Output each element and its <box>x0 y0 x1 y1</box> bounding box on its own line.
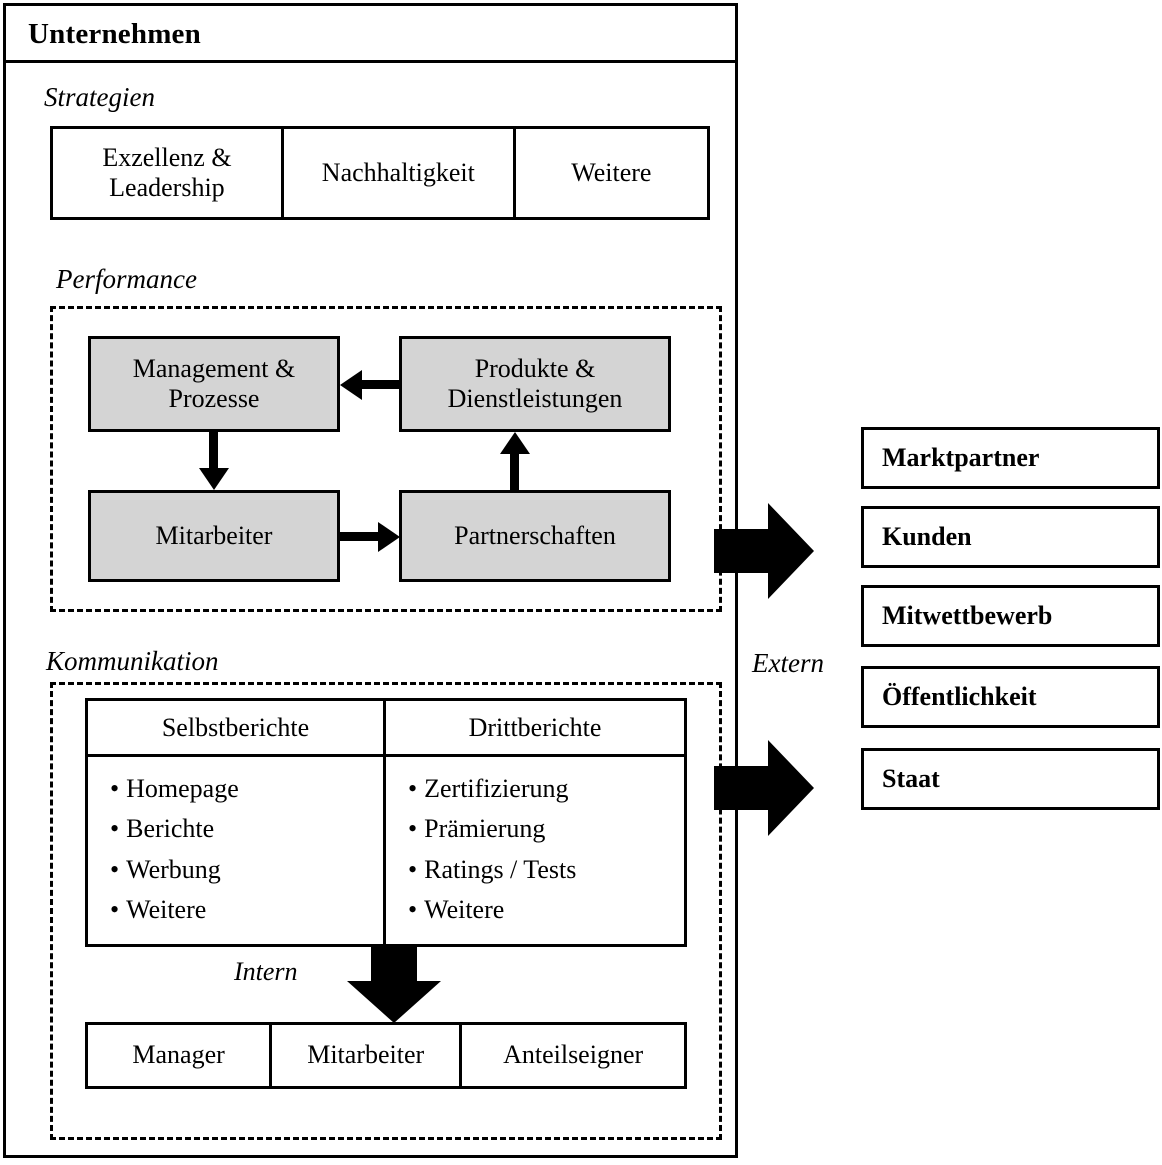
section-label-kommunikation: Kommunikation <box>46 646 219 676</box>
section-label-strategien: Strategien <box>44 82 155 112</box>
bullet-icon: • <box>408 774 418 803</box>
bullet-icon: • <box>408 854 418 884</box>
process-box-management[interactable]: Management & Prozesse <box>88 336 340 432</box>
list-item[interactable]: •Zertifizierung <box>408 769 684 809</box>
extern-block-arrow-performance-icon <box>714 503 814 604</box>
communication-table: Selbstberichte •Homepage •Berichte •Werb… <box>85 698 687 947</box>
communication-list-drittberichte: •Zertifizierung •Prämierung •Ratings / T… <box>386 757 684 944</box>
strategien-cell-0[interactable]: Exzellenz & Leadership <box>53 129 284 217</box>
extern-block-arrow-communication-icon <box>714 740 814 841</box>
stakeholder-box-kunden[interactable]: Kunden <box>861 506 1160 568</box>
list-item[interactable]: •Weitere <box>110 890 383 930</box>
list-item[interactable]: •Werbung <box>110 850 383 890</box>
bullet-icon: • <box>110 814 120 844</box>
list-item[interactable]: •Weitere <box>408 890 684 930</box>
internal-audience-table: Manager Mitarbeiter Anteilseigner <box>85 1022 687 1089</box>
company-frame: Unternehmen <box>3 3 738 1158</box>
list-item-label: Ratings / Tests <box>424 854 577 884</box>
stakeholder-box-staat[interactable]: Staat <box>861 748 1160 810</box>
list-item[interactable]: •Berichte <box>110 809 383 849</box>
communication-list-selbstberichte: •Homepage •Berichte •Werbung •Weitere <box>88 757 383 944</box>
strategien-table: Exzellenz & Leadership Nachhaltigkeit We… <box>50 126 710 220</box>
list-item-label: Prämierung <box>424 814 546 844</box>
list-item-label: Weitere <box>126 894 207 924</box>
label-intern: Intern <box>234 957 298 986</box>
stakeholder-box-oeffentlichkeit[interactable]: Öffentlichkeit <box>861 666 1160 728</box>
internal-audience-cell-2[interactable]: Anteilseigner <box>503 1040 644 1070</box>
stakeholder-box-marktpartner[interactable]: Marktpartner <box>861 427 1160 489</box>
intern-block-arrow-icon <box>347 945 441 1028</box>
communication-column-drittberichte: Drittberichte •Zertifizierung •Prämierun… <box>386 701 684 944</box>
bullet-icon: • <box>408 814 418 844</box>
bullet-icon: • <box>408 894 418 924</box>
communication-column-selbstberichte: Selbstberichte •Homepage •Berichte •Werb… <box>88 701 386 944</box>
list-item-label: Berichte <box>126 814 215 844</box>
list-item-label: Zertifizierung <box>424 774 569 803</box>
section-label-performance: Performance <box>56 264 197 294</box>
process-box-produkte[interactable]: Produkte & Dienstleistungen <box>399 336 671 432</box>
internal-audience-cell-0[interactable]: Manager <box>88 1025 273 1086</box>
label-extern: Extern <box>752 648 824 678</box>
list-item-label: Homepage <box>126 774 239 803</box>
stakeholder-box-mitwettbewerb[interactable]: Mitwettbewerb <box>861 585 1160 647</box>
list-item-label: Werbung <box>126 854 221 884</box>
strategien-cell-2[interactable]: Weitere <box>571 157 652 187</box>
list-item[interactable]: •Prämierung <box>408 809 684 849</box>
list-item-label: Weitere <box>424 894 505 924</box>
communication-header-drittberichte: Drittberichte <box>386 701 684 757</box>
bullet-icon: • <box>110 894 120 924</box>
strategien-cell-1[interactable]: Nachhaltigkeit <box>284 129 516 217</box>
process-box-partnerschaften[interactable]: Partnerschaften <box>399 490 671 582</box>
bullet-icon: • <box>110 774 120 803</box>
list-item[interactable]: •Homepage <box>110 769 383 809</box>
process-box-mitarbeiter[interactable]: Mitarbeiter <box>88 490 340 582</box>
bullet-icon: • <box>110 854 120 884</box>
internal-audience-cell-1[interactable]: Mitarbeiter <box>272 1025 463 1086</box>
company-title-bar <box>6 6 735 63</box>
communication-header-selbstberichte: Selbstberichte <box>88 701 383 757</box>
list-item[interactable]: •Ratings / Tests <box>408 850 684 890</box>
page-title: Unternehmen <box>28 18 201 50</box>
